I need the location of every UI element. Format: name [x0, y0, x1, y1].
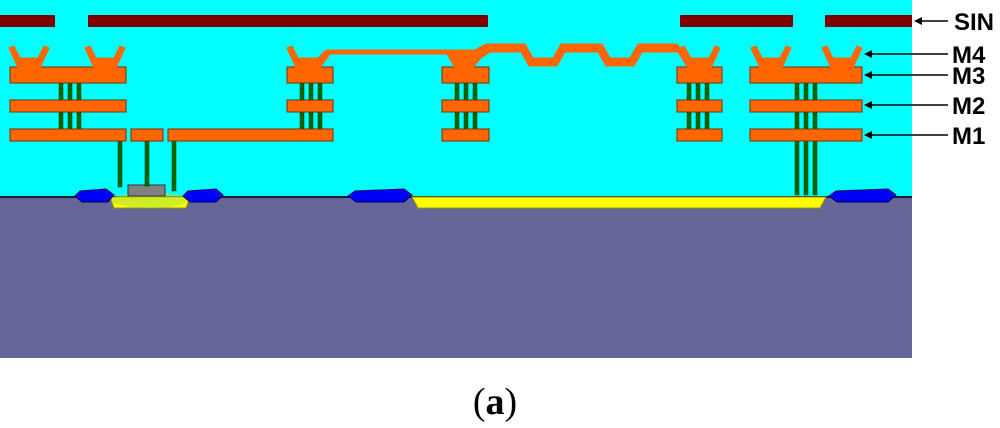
via — [58, 81, 64, 103]
via — [472, 81, 478, 103]
via — [686, 111, 692, 130]
m4-label: M4 — [952, 42, 986, 69]
via — [812, 111, 818, 130]
via — [299, 81, 305, 103]
via — [76, 81, 82, 103]
m3-arrow-head — [864, 71, 872, 79]
caption-open-paren: ( — [473, 381, 486, 423]
m2-line — [9, 99, 127, 113]
via — [299, 111, 305, 130]
m2-layer — [9, 99, 863, 113]
m1-line — [167, 128, 334, 142]
m1-layer — [9, 128, 863, 142]
m4-pad — [84, 45, 126, 69]
caption-close-paren: ) — [505, 381, 518, 423]
via — [454, 81, 460, 103]
via — [308, 81, 314, 103]
m1-line — [676, 128, 723, 142]
m1-line — [441, 128, 490, 142]
m2-line — [749, 99, 863, 113]
via — [317, 81, 323, 103]
sin-arrow-head — [914, 17, 922, 25]
layer-labels: SIN M4 M3 M2 M1 — [864, 9, 994, 150]
m2-arrow-head — [864, 101, 872, 109]
sin-label: SIN — [954, 9, 994, 36]
via — [695, 81, 701, 103]
via — [171, 140, 177, 192]
via — [794, 81, 800, 103]
via — [308, 111, 314, 130]
m4-layer — [8, 43, 863, 69]
m3-line — [286, 66, 334, 84]
m2-line — [441, 99, 490, 113]
via — [812, 81, 818, 103]
diffusion-regions — [109, 192, 827, 209]
m4-pad — [821, 45, 863, 69]
transistor-gate — [127, 184, 166, 197]
via — [144, 140, 150, 187]
active-diffusion-wide — [411, 196, 827, 209]
sin-layer — [0, 15, 912, 27]
m1-line — [9, 128, 127, 142]
via — [76, 111, 82, 130]
via — [67, 81, 73, 103]
isolation-block — [182, 188, 224, 203]
sin-bar — [825, 15, 912, 27]
via — [317, 111, 323, 130]
via — [794, 111, 800, 130]
m1-label: M1 — [952, 123, 985, 150]
m3-line — [9, 66, 127, 84]
sin-bar — [680, 15, 793, 27]
via — [803, 111, 809, 130]
m2-label: M2 — [952, 93, 985, 120]
m1-arrow-head — [864, 131, 872, 139]
via — [463, 111, 469, 130]
via — [454, 111, 460, 130]
via — [117, 140, 123, 188]
figure-caption: (a) — [473, 381, 517, 423]
via — [695, 111, 701, 130]
caption-letter: a — [486, 381, 505, 423]
m3-line — [676, 66, 723, 84]
m4-pad — [750, 45, 792, 69]
via — [803, 81, 809, 103]
m3-line — [749, 66, 863, 84]
via — [58, 111, 64, 130]
m1-line — [749, 128, 863, 142]
isolation-regions — [74, 188, 897, 203]
m4-pad — [8, 45, 50, 69]
via — [794, 140, 800, 196]
via — [472, 111, 478, 130]
substrate-region — [0, 197, 912, 358]
isolation-block — [74, 188, 115, 203]
m1-line — [130, 128, 164, 142]
via — [67, 111, 73, 130]
via — [704, 81, 710, 103]
sin-bar — [0, 15, 55, 27]
m4-interconnect — [286, 43, 721, 69]
m2-line — [286, 99, 334, 113]
m3-label: M3 — [952, 63, 985, 90]
m3-line — [441, 66, 490, 84]
sin-bar — [88, 15, 488, 27]
via — [704, 111, 710, 130]
via — [463, 81, 469, 103]
m2-line — [676, 99, 723, 113]
isolation-block — [347, 188, 413, 203]
m4-arrow-head — [864, 50, 872, 58]
via — [803, 140, 809, 196]
isolation-block — [828, 188, 897, 203]
via — [812, 140, 818, 196]
via — [686, 81, 692, 103]
